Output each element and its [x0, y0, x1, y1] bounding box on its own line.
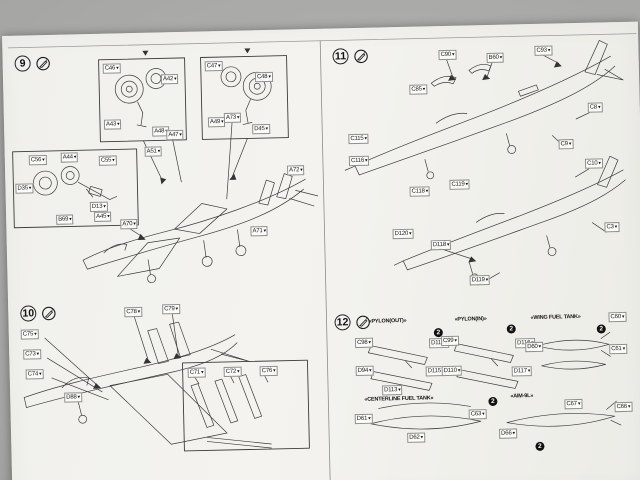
glue-pen-icon — [36, 56, 50, 70]
step-number-badge: 9 — [14, 55, 31, 72]
step-number-badge: 11 — [332, 48, 349, 65]
step12-drawing — [367, 331, 622, 430]
step-11-header: 11 — [332, 48, 368, 65]
glue-pen-icon — [356, 315, 370, 329]
step-number-badge: 12 — [334, 314, 351, 331]
step10-drawing — [23, 313, 310, 452]
column-divider-rule — [319, 40, 331, 480]
step9-drawing — [12, 55, 319, 284]
step-10-header: 10 — [20, 305, 56, 322]
glue-pen-icon — [354, 49, 368, 63]
glue-pen-icon — [42, 306, 56, 320]
line-art — [7, 33, 637, 480]
step-12-header: 12 — [334, 314, 370, 331]
step-number-badge: 10 — [20, 305, 37, 322]
arrowheads — [93, 48, 562, 390]
step11-drawing — [344, 40, 626, 286]
step-9-header: 9 — [14, 55, 50, 72]
instruction-sheet: 9 10 11 12 — [2, 21, 640, 480]
top-margin-rule — [7, 33, 637, 49]
